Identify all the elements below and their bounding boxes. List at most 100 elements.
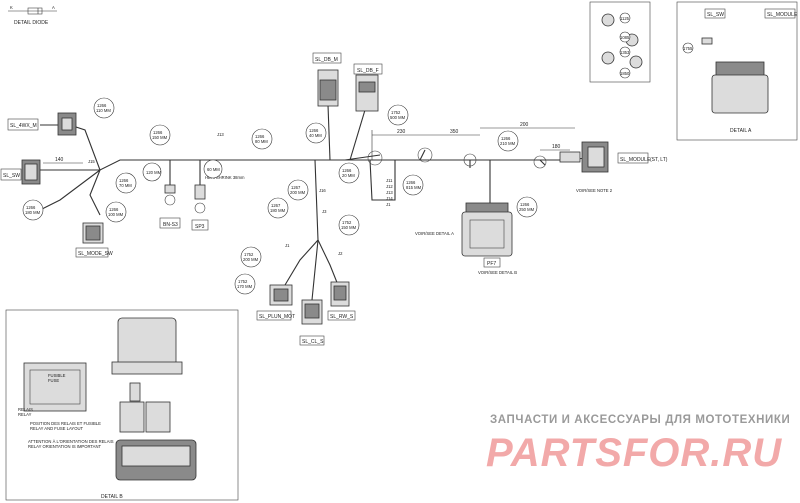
connector-sl-plun-mot: SL_PLUN_MOT: [256, 284, 295, 321]
dim-200: 200: [520, 122, 529, 128]
bubble-length: 180 MM: [25, 210, 41, 215]
junction-j2: J2: [338, 251, 343, 256]
bubble-value: 1752: [244, 252, 254, 257]
bubble-120: 120 MM: [142, 162, 162, 182]
bubble-length: 180 MM: [270, 208, 286, 213]
bubble-1266-80: 1266 80 MM: [251, 128, 273, 150]
heatshrink-label: HEATSHRINK 38mm: [205, 175, 245, 180]
bubble-length: 80 MM: [255, 139, 268, 144]
junction-j13b: J13: [217, 132, 224, 137]
measurement-bubbles: 1266 110 MM 1266 150 MM 1266 80 MM 1266 …: [22, 97, 538, 295]
terminal-sp3: SP3 HEATSHRINK 38mm: [191, 175, 245, 231]
connector-sl-sw: SL_SW: [0, 159, 41, 185]
clip-1125: 1125: [620, 16, 630, 21]
bubble-value: 1266: [501, 136, 511, 141]
bubble-1266-40: 1266 40 MM: [305, 122, 327, 144]
label-bn-s3: BN-S3: [163, 222, 178, 228]
connector-sl-cl-s: SL_CL_S: [299, 299, 325, 346]
junction-j3: J3: [322, 209, 327, 214]
clip-parts-box: 1125 1085 1353 1850: [589, 1, 651, 83]
bubble-1752-170: 1752 170 MM: [234, 273, 256, 295]
bubble-length: 70 MM: [119, 183, 132, 188]
bubble-length: 20 MM: [342, 173, 355, 178]
see-note-2: VOIR/SEE NOTE 2: [576, 188, 613, 193]
dim-350: 350: [450, 129, 459, 135]
trunk-clips: [367, 147, 547, 169]
connector-sl-mode-sw: SL_MODE_SW: [75, 222, 113, 258]
bubble-length: 250 MM: [519, 207, 535, 212]
detail-a-title: DETAIL A: [730, 128, 752, 134]
connector-sl-module: SL_MODULE (ST, LT) VOIR/SEE NOTE 2: [559, 141, 668, 193]
bubble-value: 1752: [238, 279, 248, 284]
see-detail-b: VOIR/SEE DETAIL B: [478, 270, 517, 275]
dim-180: 180: [552, 144, 561, 150]
detail-b-relais: RELAIS: [18, 407, 33, 412]
detail-a-label-module: SL_MODULE: [767, 12, 798, 18]
label-sl-cl-s: SL_CL_S: [302, 339, 324, 345]
junction-j15: J15: [88, 159, 95, 164]
detail-b-relay: RELAY: [18, 412, 32, 417]
junction-j1: J1: [386, 202, 391, 207]
detail-diode-title: DETAIL DIODE: [14, 20, 49, 26]
diode-k-label: K: [10, 5, 13, 10]
label-sl-db-m: SL_DB_M: [315, 57, 338, 63]
detail-a-box: SL_SW SL_MODULE 1755 DETAIL A: [676, 1, 798, 141]
bubble-length: 40 MM: [309, 133, 322, 138]
see-detail-a: VOIR/SEE DETAIL A: [415, 231, 454, 236]
bubble-1752-150: 1752 150 MM: [338, 214, 360, 236]
bubble-value: 1266: [520, 202, 530, 207]
bubble-1266-210: 1266 210 MM: [497, 130, 519, 152]
watermark-brand: PARTSFOR.RU: [486, 431, 782, 475]
bubble-1266-815: 1266 815 MM: [402, 174, 424, 196]
label-sp3: SP3: [195, 224, 205, 230]
detail-b-fuse: FUSE: [48, 378, 59, 383]
bubble-length: 150 MM: [341, 225, 357, 230]
watermark-tagline: ЗАПЧАСТИ И АКСЕССУАРЫ ДЛЯ МОТОТЕХНИКИ: [490, 414, 790, 426]
detail-b-position1: POSITION DES RELAIS ET FUSIBLE: [30, 421, 101, 426]
bubble-1266-250: 1266 250 MM: [516, 196, 538, 218]
label-sl-db-f: SL_DB_F: [357, 68, 379, 74]
label-sl-module: SL_MODULE: [620, 157, 651, 163]
bubble-value: 120 MM: [146, 170, 162, 175]
junction-j16: J16: [319, 188, 326, 193]
bubble-value: 1752: [342, 220, 352, 225]
detail-b-box: FUSIBLE FUSE RELAIS RELAY POSITION DES R…: [5, 309, 239, 501]
label-sl-sw: SL_SW: [3, 173, 20, 179]
bubble-value: 1266: [309, 128, 319, 133]
detail-b-attention1: ATTENTION À L'ORIENTATION DES RELAIS: [28, 439, 114, 444]
bubble-1752-200: 1752 200 MM: [240, 246, 262, 268]
terminal-bn-s3: BN-S3: [159, 184, 181, 229]
detail-b-attention2: RELAY ORIENTATION IS IMPORTANT: [28, 444, 101, 449]
bubble-value: 1266: [255, 134, 265, 139]
bubble-length: 500 MM: [390, 115, 406, 120]
junction-j11: J11: [386, 178, 393, 183]
label-pf7: PF7: [487, 261, 496, 267]
bubble-1266-180: 1266 180 MM: [22, 199, 44, 221]
bubble-length: 200 MM: [290, 190, 306, 195]
bubble-1266-70: 1266 70 MM: [115, 172, 137, 194]
bubble-1267-200: 1267 200 MM: [287, 179, 309, 201]
detail-b-position2: RELAY AND FUSE LAYOUT: [30, 426, 83, 431]
label-sl-rw-s: SL_RW_S: [330, 314, 354, 320]
bubble-length: 110 MM: [96, 108, 111, 113]
bubble-value: 1266: [119, 178, 129, 183]
bubble-value: 1266: [109, 207, 119, 212]
label-sl-4wx-m: SL_4WX_M: [10, 123, 37, 129]
connector-sl-4wx-m: SL_4WX_M: [7, 112, 77, 136]
label-sl-plun-mot: SL_PLUN_MOT: [259, 314, 295, 320]
bubble-1752-500: 1752 500 MM: [387, 104, 409, 126]
fusebox-pf7: VOIR/SEE DETAIL A PF7 VOIR/SEE DETAIL B: [415, 202, 517, 275]
bubble-value: 1267: [291, 185, 301, 190]
bubble-length: 100 MM: [108, 212, 124, 217]
bubble-value: 1266: [406, 180, 416, 185]
connector-sl-db-f: SL_DB_F: [353, 63, 383, 112]
detail-b-title: DETAIL B: [101, 494, 123, 500]
harness-trunk: [39, 104, 591, 301]
bubble-60: 60 MM: [203, 159, 223, 179]
bubble-value: 1266: [97, 103, 107, 108]
junction-j12: J12: [386, 184, 393, 189]
detail-diode: K A DETAIL DIODE: [8, 5, 57, 26]
junction-j13: J13: [386, 190, 393, 195]
label-sl-mode-sw: SL_MODE_SW: [78, 251, 113, 257]
